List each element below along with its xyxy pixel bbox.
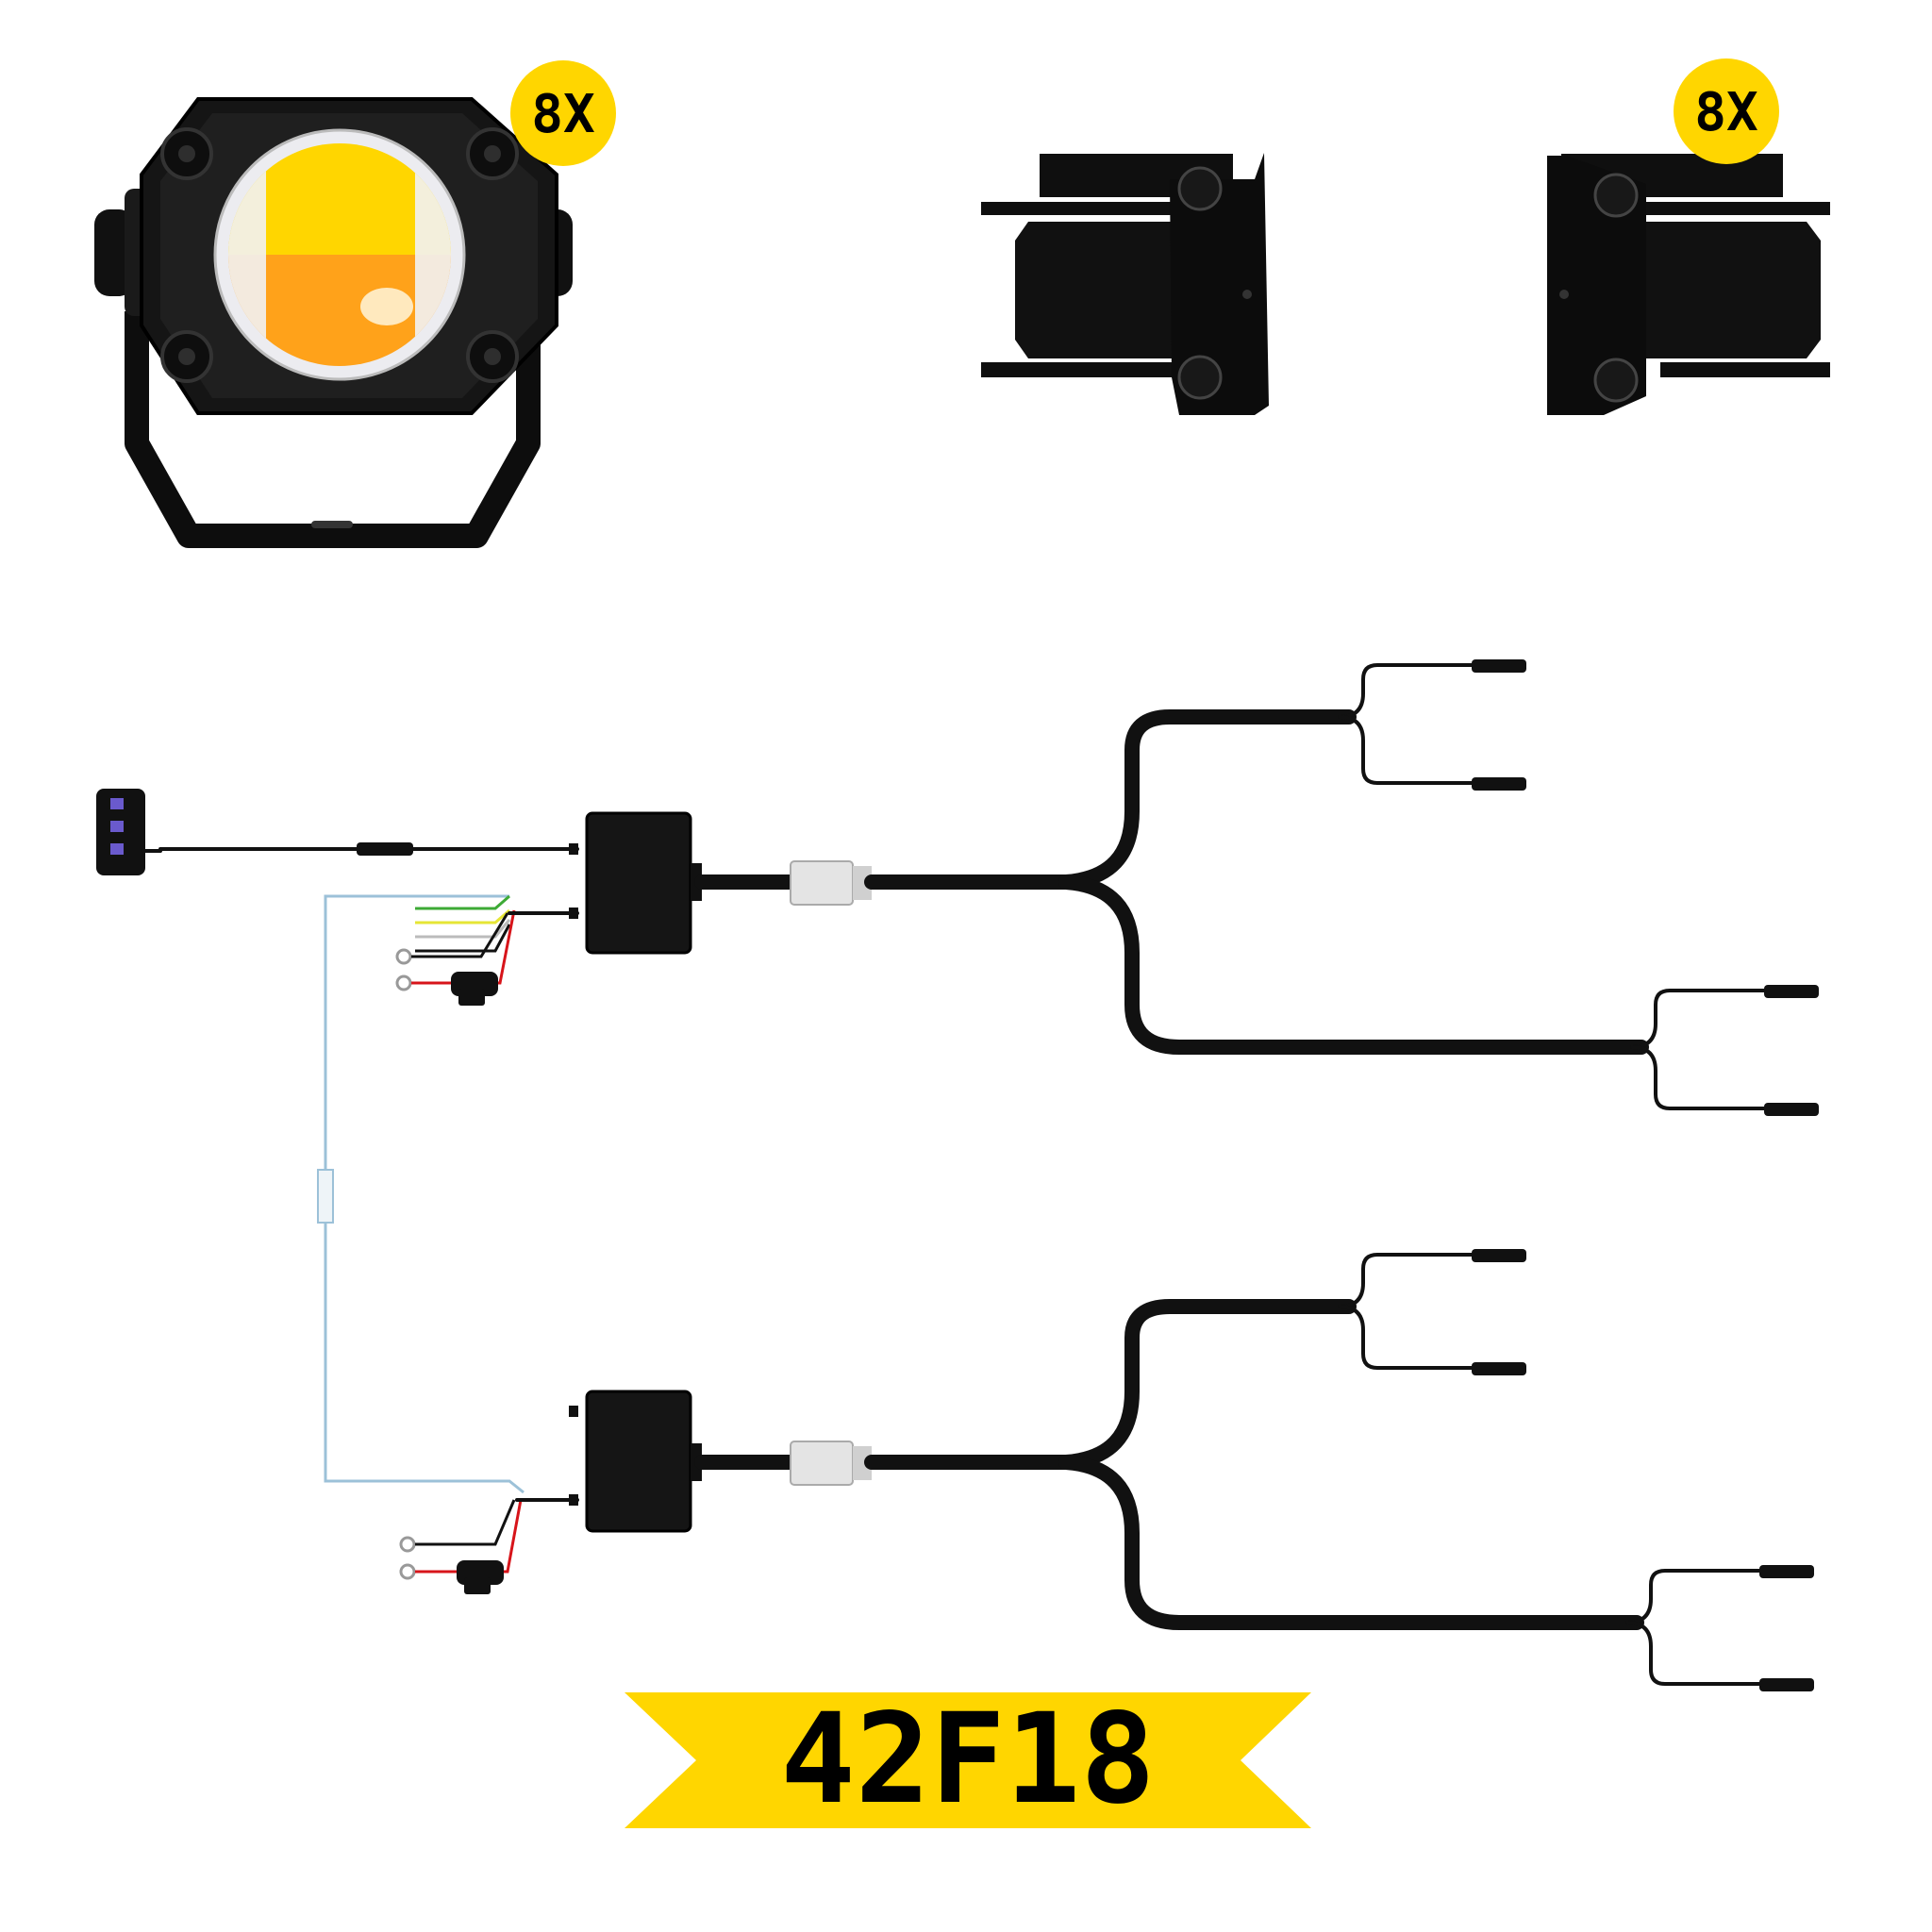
dt-connector-icon (790, 860, 872, 906)
led-fog-light-icon (94, 97, 573, 548)
light-quantity-badge: 8X (510, 60, 616, 166)
control-box-icon (585, 811, 702, 955)
ring-terminal-icon (395, 912, 509, 991)
dt-connector-icon (790, 1441, 872, 1486)
bracket-quantity-badge: 8X (1674, 58, 1779, 164)
bracket-quantity-text: 8X (1694, 82, 1757, 143)
rocker-switch-icon (96, 789, 145, 875)
inline-fuse-icon (457, 1499, 523, 1594)
wiring-harness-secondary (399, 1249, 1814, 1691)
model-ribbon: 42F18 (625, 1687, 1311, 1832)
light-quantity-text: 8X (531, 84, 594, 145)
inline-fuse-icon (451, 909, 516, 1006)
mounting-bracket-right-icon (1547, 154, 1830, 415)
control-box-icon (585, 1390, 702, 1533)
ring-terminal-icon (399, 1499, 516, 1580)
model-number: 42F18 (780, 1687, 1155, 1832)
wiring-harness-main (96, 659, 1819, 1494)
mounting-bracket-left-icon (981, 153, 1269, 415)
